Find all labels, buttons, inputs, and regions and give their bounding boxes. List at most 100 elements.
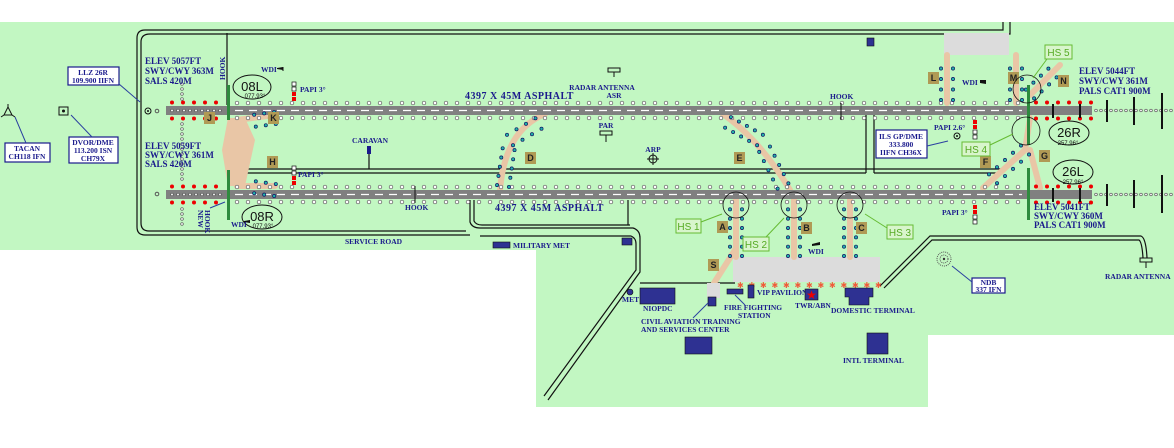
runway-edge-light xyxy=(916,184,922,190)
runway-edge-light xyxy=(751,199,757,205)
runway-edge-light xyxy=(806,199,812,205)
taxiway-edge-light xyxy=(798,254,802,258)
runway-edge-light xyxy=(388,115,394,121)
taxiway-edge-light xyxy=(740,226,744,230)
threshold-light xyxy=(1056,200,1060,205)
approach-light xyxy=(182,192,186,197)
approach-light xyxy=(218,192,222,197)
threshold-light xyxy=(1045,116,1049,121)
civil-aviation-building xyxy=(684,336,713,355)
fire-station-building xyxy=(726,288,744,295)
threshold-light xyxy=(1034,200,1038,205)
approach-light xyxy=(180,132,184,136)
runway-edge-light xyxy=(685,100,691,106)
taxiway-edge-light xyxy=(1008,87,1012,92)
approach-light xyxy=(1144,108,1148,113)
approach-light xyxy=(180,222,184,226)
runway-edge-light xyxy=(707,115,713,121)
runway-edge-light xyxy=(520,199,526,205)
threshold-light xyxy=(192,184,196,189)
runway-edge-light xyxy=(630,115,636,121)
wdi-icon xyxy=(812,242,820,246)
runway-edge-light xyxy=(795,115,801,121)
runway-edge-light xyxy=(553,199,559,205)
runway-edge-light xyxy=(1015,199,1021,205)
ils-gp-freq: 333.800 xyxy=(889,140,914,149)
north-apron xyxy=(944,33,1009,55)
runway-edge-light xyxy=(344,100,350,106)
taxiway-edge-light xyxy=(854,235,858,240)
runway-edge-light xyxy=(443,115,449,121)
runway-08L-26R xyxy=(166,106,1092,115)
runway-edge-light xyxy=(553,115,559,121)
threshold-light xyxy=(1034,100,1038,105)
approach-light xyxy=(170,192,174,197)
runway-edge-light xyxy=(421,100,427,106)
threshold-light xyxy=(203,100,207,105)
ndb-freq: 337 IFN xyxy=(975,285,1002,294)
service-road-label: SERVICE ROAD xyxy=(345,237,403,246)
rwy-08R-lights: SALS 420M xyxy=(145,159,192,169)
runway-edge-light xyxy=(762,199,768,205)
runway-edge-light xyxy=(498,199,504,205)
new-hook-label-hook: HOOK xyxy=(203,210,212,234)
taxiway-edge-light xyxy=(775,186,780,191)
taxiway-edge-light xyxy=(798,235,802,240)
runway-edge-light xyxy=(619,199,625,205)
taxiway-edge-light xyxy=(842,216,846,221)
approach-light xyxy=(1109,192,1113,197)
runway-edge-light xyxy=(817,199,823,205)
threshold-light xyxy=(170,184,174,189)
runway-edge-light xyxy=(960,199,966,205)
runway-edge-light xyxy=(245,100,251,106)
runway-edge-light xyxy=(509,115,515,121)
runway-edge-light xyxy=(443,199,449,205)
runway-edge-light xyxy=(861,115,867,121)
runway-edge-light xyxy=(476,184,482,190)
runway-edge-light xyxy=(355,184,361,190)
runway-edge-light xyxy=(861,184,867,190)
hotspot-5-label: HS 5 xyxy=(1047,48,1070,59)
runway-edge-light xyxy=(663,199,669,205)
runway-edge-light xyxy=(278,115,284,121)
taxiway-edge-light xyxy=(786,181,791,186)
runway-edge-light xyxy=(454,115,460,121)
lighting-layer xyxy=(170,66,1173,258)
runway-edge-light xyxy=(795,100,801,106)
approach-light xyxy=(180,167,184,171)
tacan-channel: CH118 IFN xyxy=(9,152,46,161)
taxiway-edge-light xyxy=(744,123,749,128)
ils-gp-arrow xyxy=(926,140,949,147)
runway-edge-light xyxy=(410,100,416,106)
runway-edge-light xyxy=(729,184,735,190)
threshold-light xyxy=(1067,184,1071,189)
threshold-light xyxy=(181,184,185,189)
rwy-26R-lights: PALS CAT1 900M xyxy=(1079,86,1151,96)
runway-edge-light xyxy=(278,184,284,190)
runway-edge-light xyxy=(883,100,889,106)
runway-edge-light xyxy=(663,100,669,106)
runway-edge-light xyxy=(608,115,614,121)
hook-label-north: HOOK xyxy=(830,92,854,101)
runway-edge-light xyxy=(674,100,680,106)
stand-marker-icon: ✱ xyxy=(795,281,802,290)
tacan-icon xyxy=(0,104,16,118)
taxiway-edge-light xyxy=(854,244,858,249)
threshold-08L xyxy=(227,85,230,120)
threshold-light xyxy=(1067,200,1071,205)
taxiway-edge-light xyxy=(951,87,955,92)
runway-edge-light xyxy=(355,100,361,106)
ils-gp-label-box xyxy=(875,129,928,159)
building-small xyxy=(866,37,875,47)
runway-edge-light xyxy=(608,184,614,190)
taxiway-edge-light xyxy=(533,116,538,121)
runway-edge-light xyxy=(487,199,493,205)
llz-label-box xyxy=(67,66,120,86)
taxiway-edge-light xyxy=(786,207,790,212)
runway-edge-light xyxy=(322,199,328,205)
runway-edge-light xyxy=(839,199,845,205)
runway-edge-light xyxy=(267,199,273,205)
runway-edge-light xyxy=(663,184,669,190)
runway-edge-light xyxy=(751,184,757,190)
runway-edge-light xyxy=(674,115,680,121)
